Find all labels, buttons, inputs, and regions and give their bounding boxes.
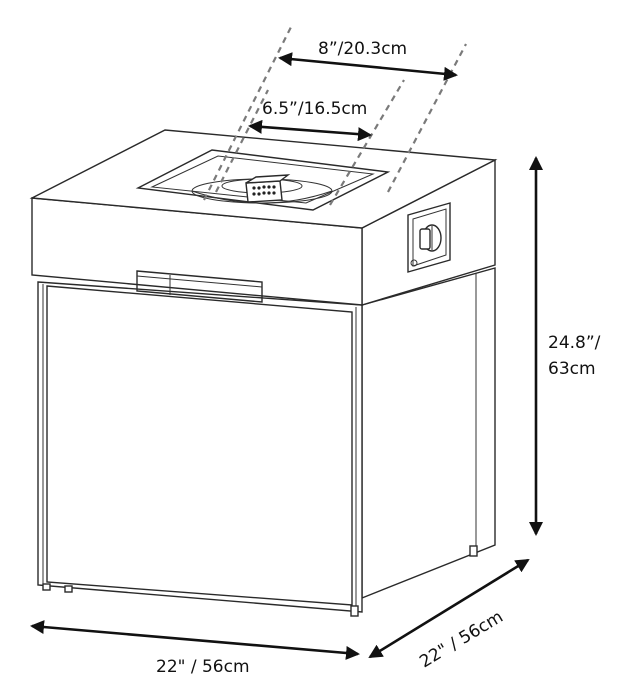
dimension-outer-opening: 8”/20.3cm (278, 39, 458, 81)
body-front (37, 281, 363, 613)
table-feet (42, 545, 478, 617)
burner-block (245, 174, 291, 203)
inner-opening-arrow (248, 119, 372, 142)
depth-label: 22" / 56cm (416, 607, 506, 672)
front-door-panel (46, 285, 353, 606)
height-label-line2: 63cm (548, 359, 596, 379)
height-label-line1: 24.8”/ (548, 333, 601, 353)
front-handle-slot (136, 270, 263, 303)
outer-opening-arrow (278, 52, 458, 81)
outer-opening-label: 8”/20.3cm (318, 39, 407, 59)
opening-guide-lines (203, 24, 467, 206)
inner-opening-label: 6.5”/16.5cm (262, 99, 367, 119)
dimension-width: 22" / 56cm (30, 620, 360, 677)
dimension-inner-opening: 6.5”/16.5cm (248, 99, 372, 142)
width-label: 22" / 56cm (156, 657, 250, 677)
width-arrow (30, 620, 360, 660)
dimension-height: 24.8”/ 63cm (529, 156, 601, 536)
depth-arrow (368, 558, 530, 659)
control-knob-icon (410, 224, 442, 267)
fire-pit-table (29, 129, 498, 617)
